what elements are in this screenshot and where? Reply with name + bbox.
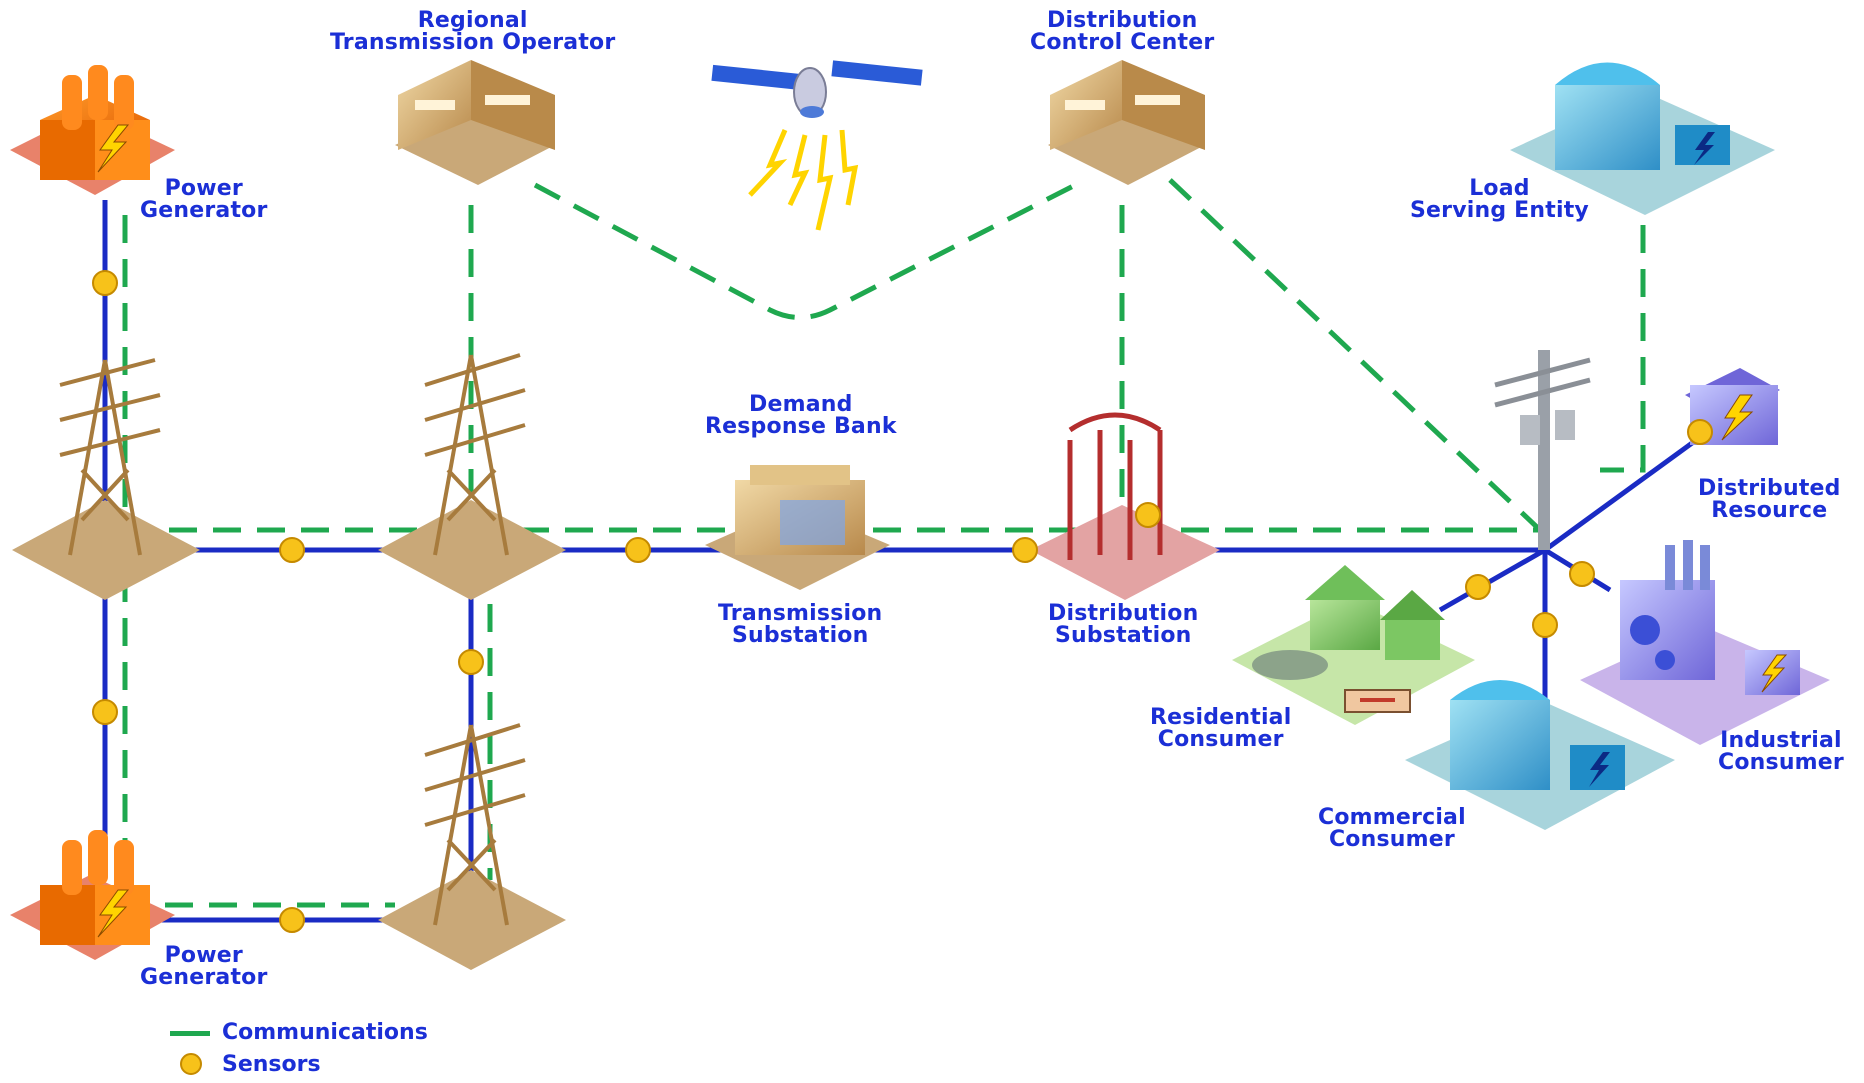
tower-base-left <box>12 500 200 600</box>
sensor-dot <box>92 699 118 725</box>
distributed-resource-icon <box>1685 368 1780 445</box>
label-residential-consumer: Residential Consumer <box>1150 705 1292 752</box>
distribution-substation-icon <box>1030 412 1220 600</box>
tower-base-middle <box>378 500 566 600</box>
satellite-icon <box>711 60 923 231</box>
transmission-tower-middle-icon <box>424 353 526 556</box>
sensors <box>92 270 1713 933</box>
label-power-generator-top: Power Generator <box>140 176 268 223</box>
sensor-dot <box>1532 612 1558 638</box>
residential-consumer-icon <box>1232 565 1475 725</box>
legend-sensors: Sensors <box>170 1050 470 1080</box>
transmission-tower-bottom-icon <box>424 723 526 926</box>
load-serving-entity-icon <box>1510 62 1775 215</box>
comm-link-rto-satellite-dcc <box>533 177 1087 320</box>
label-distribution-substation: Distribution Substation <box>1048 601 1199 648</box>
commercial-consumer-icon <box>1405 680 1675 830</box>
label-distributed-resource: Distributed Resource <box>1698 476 1841 523</box>
power-generator-bottom-icon <box>10 830 175 960</box>
label-power-generator-bottom: Power Generator <box>140 943 268 990</box>
power-generator-top-icon <box>10 65 175 195</box>
legend-communications: Communications <box>170 1018 470 1048</box>
sensor-dot <box>92 270 118 296</box>
sensor-dot <box>279 907 305 933</box>
tower-bases <box>12 500 566 970</box>
label-demand-response-bank: Demand Response Bank <box>705 392 897 439</box>
power-lines <box>102 200 1712 923</box>
industrial-consumer-icon <box>1580 540 1830 745</box>
legend-sensors-label: Sensors <box>222 1052 321 1077</box>
utility-pole-icon <box>1494 350 1591 550</box>
communications-line-icon <box>170 1031 210 1036</box>
sensor-dot <box>1465 574 1491 600</box>
legend-communications-label: Communications <box>222 1020 428 1045</box>
power-line-to-residential <box>1438 547 1547 613</box>
label-load-serving-entity: Load Serving Entity <box>1410 176 1589 223</box>
sensor-dot <box>1569 561 1595 587</box>
tower-base-bottom <box>378 870 566 970</box>
label-commercial-consumer: Commercial Consumer <box>1318 805 1466 852</box>
power-line-to-distributed-resource <box>1543 427 1712 553</box>
comm-link-dcc-pole <box>1168 178 1542 532</box>
sensor-dot <box>279 537 305 563</box>
sensor-dot <box>1135 502 1161 528</box>
sensor-dot <box>1012 537 1038 563</box>
label-distribution-control-center: Distribution Control Center <box>1030 8 1215 55</box>
sensor-dot <box>625 537 651 563</box>
distribution-control-center-icon <box>1048 60 1205 185</box>
label-regional-transmission-operator: Regional Transmission Operator <box>330 8 616 55</box>
regional-transmission-operator-icon <box>395 60 555 185</box>
sensor-dot-icon <box>180 1053 202 1075</box>
transmission-tower-left-icon <box>59 358 161 556</box>
label-transmission-substation: Transmission Substation <box>718 601 883 648</box>
transmission-substation-icon <box>705 465 890 590</box>
sensor-dot <box>1687 419 1713 445</box>
comm-link-lse-down <box>1600 225 1646 473</box>
label-industrial-consumer: Industrial Consumer <box>1718 728 1844 775</box>
sensor-dot <box>458 649 484 675</box>
